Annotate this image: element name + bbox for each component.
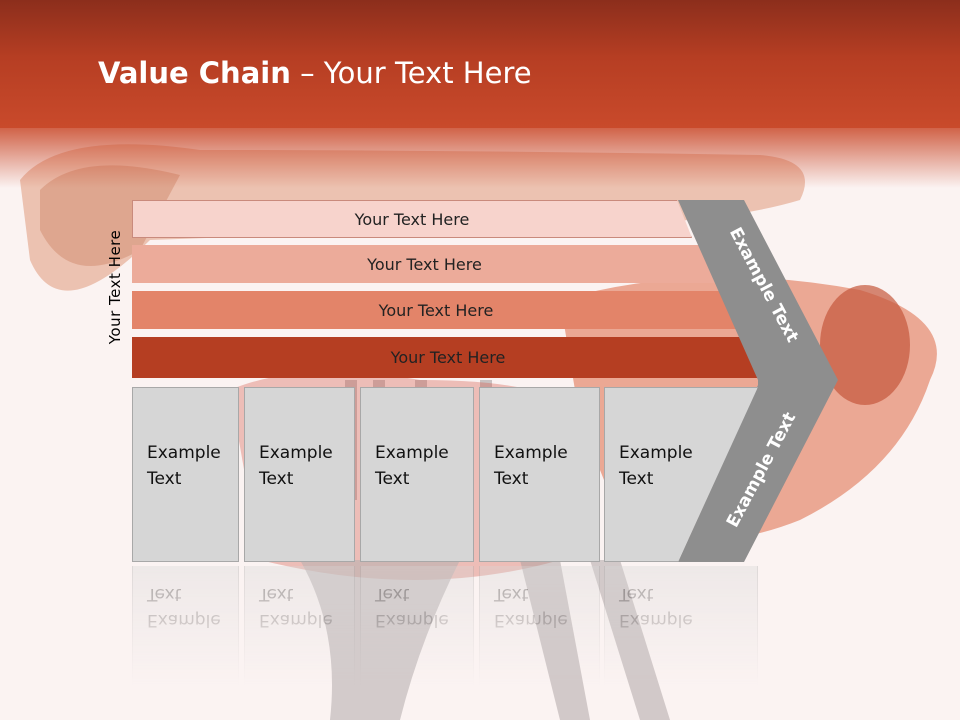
title-bar bbox=[0, 0, 960, 128]
box-3: Example Text bbox=[360, 387, 474, 562]
box-2-reflection-label: Example Text bbox=[244, 566, 355, 686]
row-2: Your Text Here bbox=[132, 245, 717, 283]
box-2-label: Example Text bbox=[259, 443, 333, 489]
box-3-reflection-label: Example Text bbox=[360, 566, 474, 686]
side-label: Your Text Here bbox=[106, 229, 124, 345]
row-4-label: Your Text Here bbox=[390, 348, 506, 367]
row-3: Your Text Here bbox=[132, 291, 740, 329]
box-1: Example Text bbox=[132, 387, 239, 562]
title-fade bbox=[0, 128, 960, 188]
row-3-label: Your Text Here bbox=[378, 300, 494, 320]
box-3-label: Example Text bbox=[375, 443, 449, 489]
row-1-label: Your Text Here bbox=[354, 209, 470, 229]
box-3-reflection: Example Text bbox=[360, 566, 474, 686]
box-4-label: Example Text bbox=[494, 443, 568, 489]
box-4-reflection: Example Text bbox=[479, 566, 600, 686]
row-4: Your Text Here bbox=[132, 337, 764, 378]
box-5-label: Example Text bbox=[619, 443, 693, 489]
box-4-reflection-label: Example Text bbox=[479, 566, 600, 686]
box-5-reflection: Example Text bbox=[604, 566, 758, 686]
title-rest: – Your Text Here bbox=[290, 56, 532, 90]
box-1-label: Example Text bbox=[147, 443, 221, 489]
slide-title: Value Chain – Your Text Here bbox=[98, 56, 532, 90]
box-2: Example Text bbox=[244, 387, 355, 562]
box-1-reflection-label: Example Text bbox=[132, 566, 239, 686]
box-4: Example Text bbox=[479, 387, 600, 562]
box-1-reflection: Example Text bbox=[132, 566, 239, 686]
title-bold: Value Chain bbox=[98, 56, 291, 90]
row-1: Your Text Here bbox=[132, 200, 692, 238]
box-2-reflection: Example Text bbox=[244, 566, 355, 686]
box-5-reflection-label: Example Text bbox=[604, 566, 758, 686]
row-2-label: Your Text Here bbox=[367, 254, 482, 274]
